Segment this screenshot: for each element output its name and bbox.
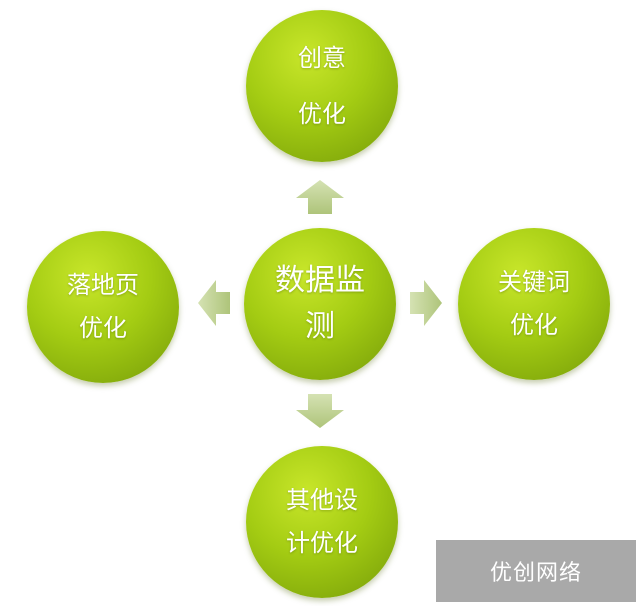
node-left-line-2: 优化 [79,314,127,342]
node-center-line-2: 测 [305,309,335,344]
node-bottom-line-2: 计优化 [286,529,358,557]
node-creative-optimization: 创意 优化 [246,10,398,162]
arrow-left-icon [198,280,230,326]
node-top-line-1: 创意 [298,44,346,72]
node-center-line-1: 数据监 [275,263,365,298]
watermark-text: 优创网络 [489,561,582,586]
node-right-line-1: 关键词 [498,268,570,296]
node-other-design-optimization: 其他设 计优化 [246,446,398,598]
node-keyword-optimization: 关键词 优化 [458,228,610,380]
arrow-down-icon [296,394,344,428]
arrow-right-icon [410,280,442,326]
node-top-line-2: 优化 [298,100,346,128]
node-left-line-1: 落地页 [67,271,139,299]
node-landing-page-optimization: 落地页 优化 [27,231,179,383]
watermark: 优创网络 [436,540,636,602]
arrow-up-icon [296,180,344,214]
node-bottom-line-1: 其他设 [286,486,358,514]
node-data-monitoring: 数据监 测 [244,228,396,380]
node-right-line-2: 优化 [510,311,558,339]
